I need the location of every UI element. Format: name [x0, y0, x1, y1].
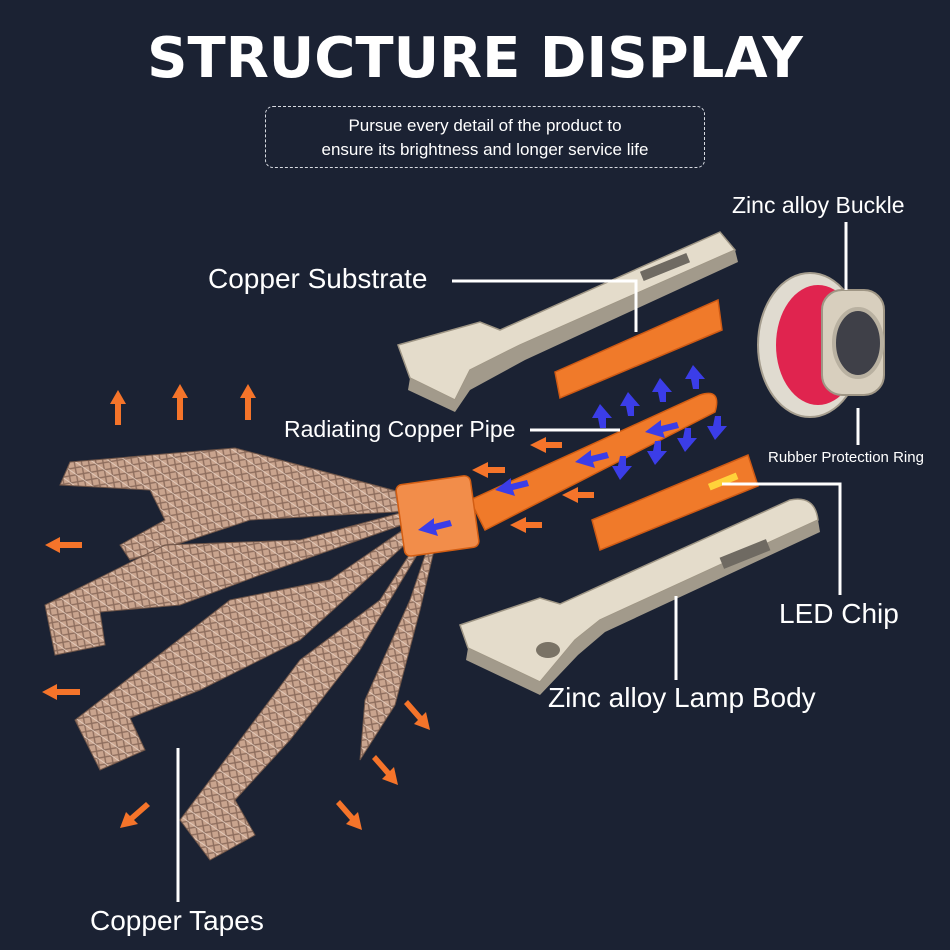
subtitle-line-2: ensure its brightness and longer service… — [321, 140, 649, 159]
cool-arrow — [612, 456, 632, 480]
label-led-chip: LED Chip — [779, 598, 899, 629]
cool-arrow — [418, 518, 452, 536]
lamp-body-lower — [459, 498, 820, 695]
cool-arrow — [685, 365, 705, 389]
copper-tapes-group — [44, 447, 441, 861]
subtitle-box: Pursue every detail of the product to en… — [265, 106, 705, 168]
copper-tape — [44, 504, 431, 656]
heat-arrow — [336, 800, 362, 830]
heat-arrow — [562, 487, 594, 503]
lamp-body-upper — [397, 231, 738, 412]
cool-arrow — [677, 428, 697, 452]
copper-tape — [59, 447, 431, 561]
cooling-arrows — [418, 365, 727, 536]
label-copper-tapes: Copper Tapes — [90, 905, 264, 936]
label-rubber-protection-ring: Rubber Protection Ring — [768, 449, 924, 466]
cool-arrow — [707, 416, 727, 440]
led-chip — [707, 472, 739, 491]
page-title: STRUCTURE DISPLAY — [147, 26, 803, 91]
cool-arrow — [645, 420, 679, 438]
heat-arrow — [472, 462, 505, 478]
cool-arrow — [592, 404, 612, 428]
heat-arrow — [110, 390, 126, 425]
leader-copper-substrate — [452, 279, 638, 332]
subtitle-line-1: Pursue every detail of the product to — [348, 116, 622, 135]
heat-arrows — [42, 384, 594, 830]
leader-lines — [176, 222, 860, 902]
label-zinc-alloy-buckle: Zinc alloy Buckle — [732, 192, 905, 218]
cool-arrow — [647, 441, 667, 465]
copper-tape — [74, 509, 433, 771]
cool-arrow — [620, 392, 640, 416]
cool-arrow — [495, 478, 529, 496]
heat-arrow — [372, 755, 398, 785]
heat-arrow — [240, 384, 256, 420]
heat-arrow — [120, 802, 150, 828]
label-radiating-copper-pipe: Radiating Copper Pipe — [284, 416, 516, 442]
copper-tape — [179, 513, 436, 861]
leader-led-chip — [722, 482, 842, 595]
cool-arrow — [575, 450, 609, 468]
heat-arrow — [45, 537, 82, 553]
copper-substrate-top — [554, 298, 723, 400]
heat-arrow — [530, 437, 562, 453]
buckle-assembly — [757, 272, 885, 418]
heat-arrow — [172, 384, 188, 420]
label-copper-substrate: Copper Substrate — [208, 263, 428, 294]
label-zinc-alloy-lamp-body: Zinc alloy Lamp Body — [548, 682, 816, 713]
heat-arrow — [510, 517, 542, 533]
heat-arrow — [404, 700, 430, 730]
cool-arrow — [652, 378, 672, 402]
heat-arrow — [42, 684, 80, 700]
copper-substrate-bottom — [591, 453, 759, 552]
